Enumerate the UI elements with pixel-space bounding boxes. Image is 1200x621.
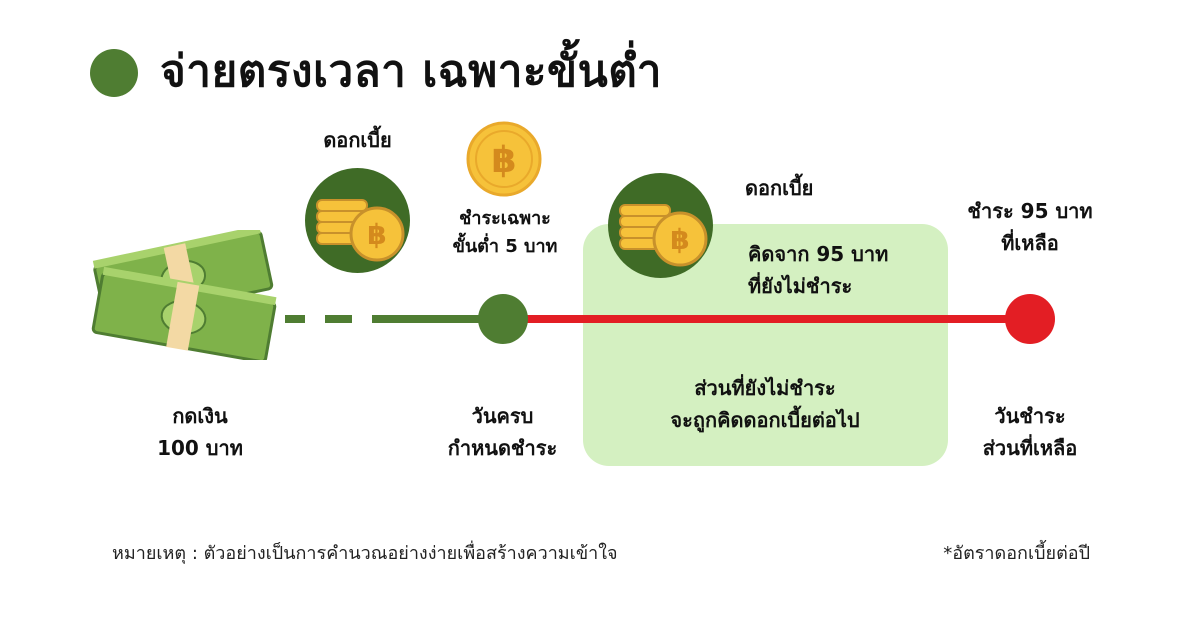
pay-minimum-label: ชำระเฉพาะ ขั้นต่ำ 5 บาท: [425, 205, 585, 261]
due-date-line1: วันครบ: [471, 404, 534, 428]
page-title: จ่ายตรงเวลา เฉพาะขั้นต่ำ: [160, 46, 662, 97]
money-stack-icon: [91, 230, 277, 360]
rate-note: *อัตราดอกเบี้ยต่อปี: [943, 543, 1090, 564]
title-bullet: [90, 49, 138, 97]
due-date-line2: กำหนดชำระ: [447, 436, 558, 460]
pay-rest-label: ชำระ 95 บาท ที่เหลือ: [945, 195, 1115, 259]
svg-text:฿: ฿: [491, 140, 516, 181]
unpaid-note-line2: จะถูกคิดดอกเบี้ยต่อไป: [670, 408, 860, 432]
withdraw-label: กดเงิน 100 บาท: [120, 400, 280, 464]
due-date-marker: [478, 294, 528, 344]
calc-from-line2: ที่ยังไม่ชำระ: [748, 274, 853, 298]
pay-minimum-line1: ชำระเฉพาะ: [459, 208, 551, 229]
svg-text:฿: ฿: [367, 218, 386, 251]
svg-text:฿: ฿: [670, 223, 689, 256]
footnote: หมายเหตุ : ตัวอย่างเป็นการคำนวณอย่างง่าย…: [112, 543, 618, 564]
withdraw-line2: 100 บาท: [157, 436, 243, 460]
due-date-label: วันครบ กำหนดชำระ: [420, 400, 585, 464]
pay-rest-date-line1: วันชำระ: [994, 404, 1066, 428]
pay-rest-line2: ที่เหลือ: [1001, 231, 1059, 255]
coin-stack-icon: ฿: [619, 204, 708, 267]
pay-rest-date-label: วันชำระ ส่วนที่เหลือ: [955, 400, 1105, 464]
pay-rest-line1: ชำระ 95 บาท: [967, 199, 1093, 223]
baht-coin-icon: ฿: [466, 121, 542, 197]
unpaid-note-line1: ส่วนที่ยังไม่ชำระ: [694, 376, 836, 400]
withdraw-line1: กดเงิน: [172, 404, 228, 428]
interest-label-2: ดอกเบี้ย: [745, 176, 814, 200]
unpaid-note: ส่วนที่ยังไม่ชำระ จะถูกคิดดอกเบี้ยต่อไป: [600, 372, 930, 436]
final-pay-marker: [1005, 294, 1055, 344]
calc-from-label: คิดจาก 95 บาท ที่ยังไม่ชำระ: [748, 238, 938, 302]
coin-stack-icon: ฿: [316, 199, 405, 262]
pay-minimum-line2: ขั้นต่ำ 5 บาท: [452, 236, 558, 257]
calc-from-line1: คิดจาก 95 บาท: [748, 242, 889, 266]
pay-rest-date-line2: ส่วนที่เหลือ: [982, 436, 1078, 460]
interest-label-1: ดอกเบี้ย: [323, 128, 392, 152]
